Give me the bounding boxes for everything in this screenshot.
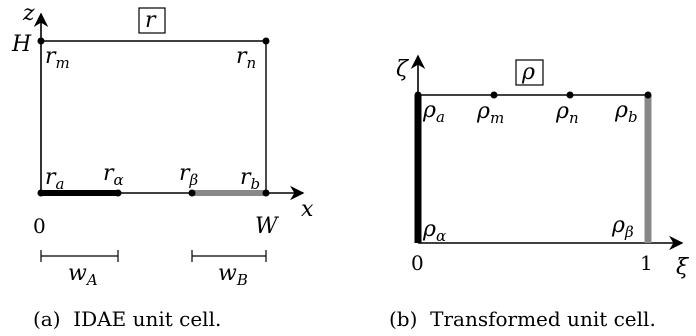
region-label-box xyxy=(515,59,544,86)
tick-label-W: W xyxy=(255,214,280,239)
point-rbeta xyxy=(188,189,196,197)
point-rhon xyxy=(566,91,574,99)
label-ralpha: rα xyxy=(103,161,124,189)
axis-label-zeta: ζ xyxy=(396,57,410,82)
caption-b: (b) Transformed unit cell. xyxy=(389,307,656,331)
label-rhoa: ρa xyxy=(422,98,445,126)
caption-a: (a) IDAE unit cell. xyxy=(33,307,221,331)
label-rhobeta: ρβ xyxy=(611,213,634,241)
transformed-unit-cell-diagram: ρ ζ ξ 0 1 ρa ρm ρn ρb ρα ρβ (b) Transfor… xyxy=(389,54,690,331)
region-label: r xyxy=(145,8,157,33)
point-rb xyxy=(262,189,270,197)
region-label: ρ xyxy=(521,60,535,85)
point-rhob xyxy=(644,91,652,99)
point-ra xyxy=(37,189,45,197)
tick-label-0: 0 xyxy=(33,214,46,238)
tick-label-0: 0 xyxy=(411,251,424,275)
point-rm xyxy=(37,37,45,45)
label-rbeta: rβ xyxy=(179,161,199,189)
label-ra: ra xyxy=(45,165,64,193)
label-rb: rb xyxy=(240,165,260,193)
width-bracket-A xyxy=(40,250,119,262)
label-rhoalpha: ρα xyxy=(422,217,446,245)
point-rhoa xyxy=(414,91,422,99)
axis-label-z: z xyxy=(22,1,35,26)
axis-label-x: x xyxy=(301,197,314,222)
label-wB: wB xyxy=(218,261,248,289)
axis-label-xi: ξ xyxy=(676,255,690,280)
point-rn xyxy=(262,37,270,45)
tick-label-1: 1 xyxy=(640,251,653,275)
region-label-box xyxy=(138,7,166,34)
tick-label-H: H xyxy=(11,32,32,57)
point-rhom xyxy=(490,91,498,99)
label-rm: rm xyxy=(45,44,70,72)
label-rn: rn xyxy=(236,44,256,72)
label-rhob: ρb xyxy=(614,98,638,126)
label-rhon: ρn xyxy=(555,99,579,127)
idae-unit-cell-diagram: r z x H 0 W rm rn ra rα rβ rb xyxy=(11,1,314,331)
width-bracket-B xyxy=(191,250,267,262)
point-ralpha xyxy=(114,189,122,197)
label-rhom: ρm xyxy=(476,99,504,127)
label-wA: wA xyxy=(68,261,98,289)
